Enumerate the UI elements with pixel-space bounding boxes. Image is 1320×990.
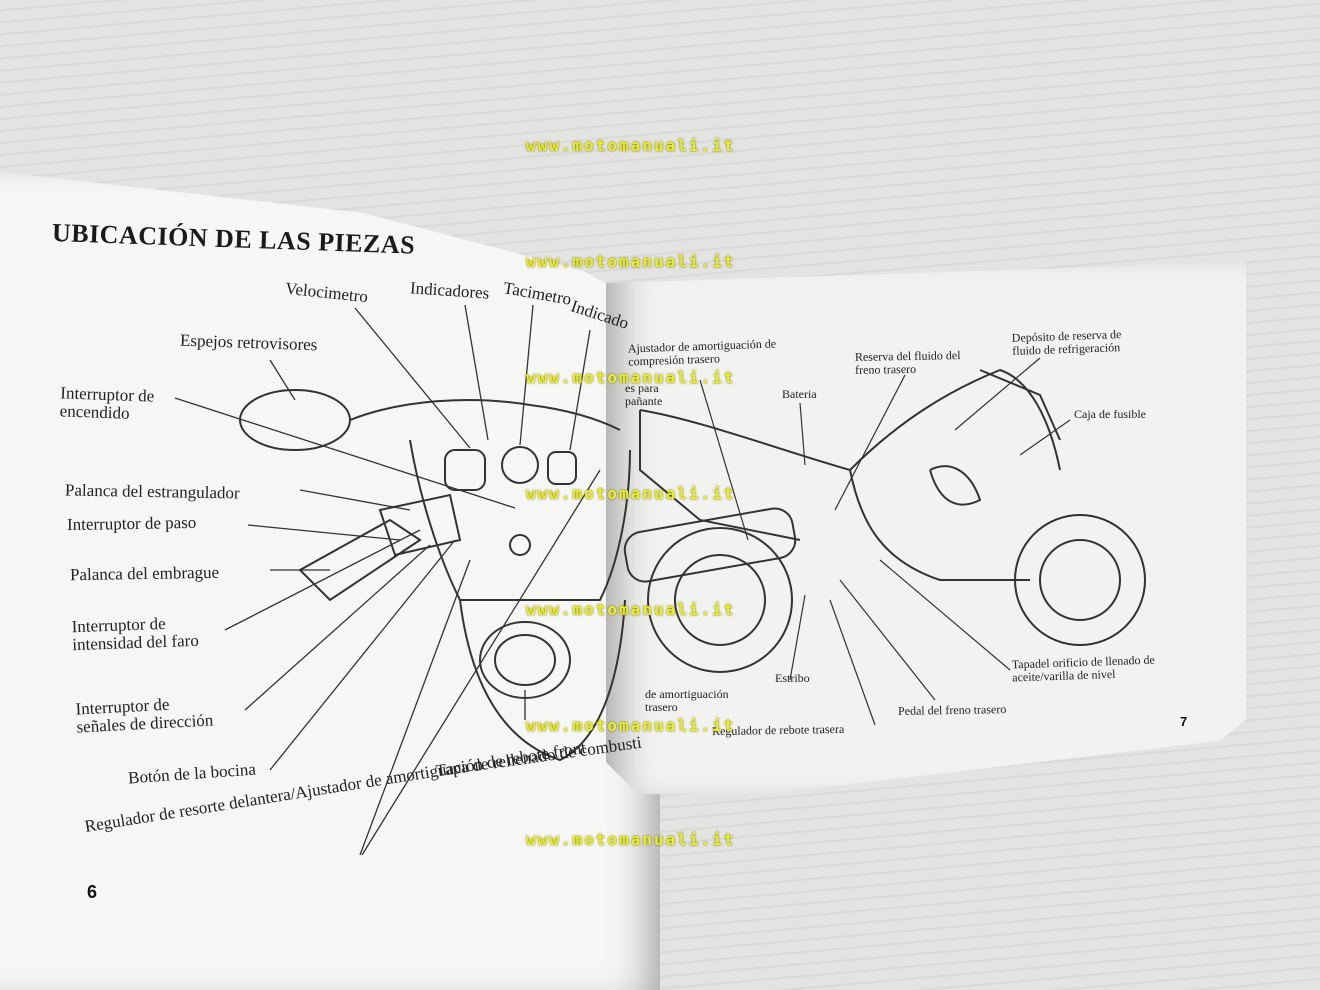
page-number-left: 6 <box>87 882 98 902</box>
speedometer-drawing <box>444 449 486 491</box>
fuel-cap-drawing <box>479 621 571 699</box>
right-leader-lines <box>699 357 1071 726</box>
label-interruptor-faro: Interruptor de intensidad del faro <box>71 613 200 655</box>
label-palanca-estrangulador: Palanca del estrangulador <box>64 480 240 503</box>
label-ajustador-trasero: de amortiguación trasero <box>645 687 729 714</box>
label-caja-fusible: Caja de fusible <box>1074 407 1146 421</box>
page-number-right: 7 <box>1180 714 1188 729</box>
left-leader-lines <box>174 304 601 856</box>
watermark-4: www.motomanuali.it <box>526 484 736 503</box>
label-interruptor-encendido: Interruptor de encendido <box>59 383 155 423</box>
label-estribo: Estribo <box>775 671 810 685</box>
handlebar-illustration <box>239 389 631 762</box>
motorcycle-illustration <box>623 368 1146 673</box>
label-ganchos: es para pañante <box>625 381 663 408</box>
rear-wheel-drawing <box>647 527 793 673</box>
label-ajustador-compresion: Ajustador de amortiguación de compresión… <box>627 336 777 369</box>
label-tapa-aceite: Tapadel orificio de llenado de aceite/va… <box>1011 652 1156 685</box>
left-page <box>0 172 660 990</box>
watermark-7: www.motomanuali.it <box>526 830 736 849</box>
front-wheel-drawing <box>1014 514 1146 646</box>
label-interruptor-paso: Interruptor de paso <box>66 512 197 535</box>
label-palanca-embrague: Palanca del embrague <box>69 562 220 585</box>
watermark-2: www.motomanuali.it <box>526 252 736 271</box>
watermark-6: www.motomanuali.it <box>526 716 736 735</box>
label-reserva-freno: Reserva del fluido del freno trasero <box>854 348 961 377</box>
exhaust-drawing <box>623 507 797 583</box>
label-pedal-freno: Pedal del freno trasero <box>897 702 1007 718</box>
label-deposito-refrigeracion: Depósito de reserva de fluido de refrige… <box>1011 327 1122 358</box>
label-interruptor-senales: Interruptor de señales de dirección <box>75 694 214 737</box>
watermark-3: www.motomanuali.it <box>526 368 736 387</box>
tachometer-drawing <box>501 446 539 484</box>
label-bateria: Bateria <box>782 387 817 401</box>
watermark-1: www.motomanuali.it <box>526 136 736 155</box>
watermark-5: www.motomanuali.it <box>526 600 736 619</box>
